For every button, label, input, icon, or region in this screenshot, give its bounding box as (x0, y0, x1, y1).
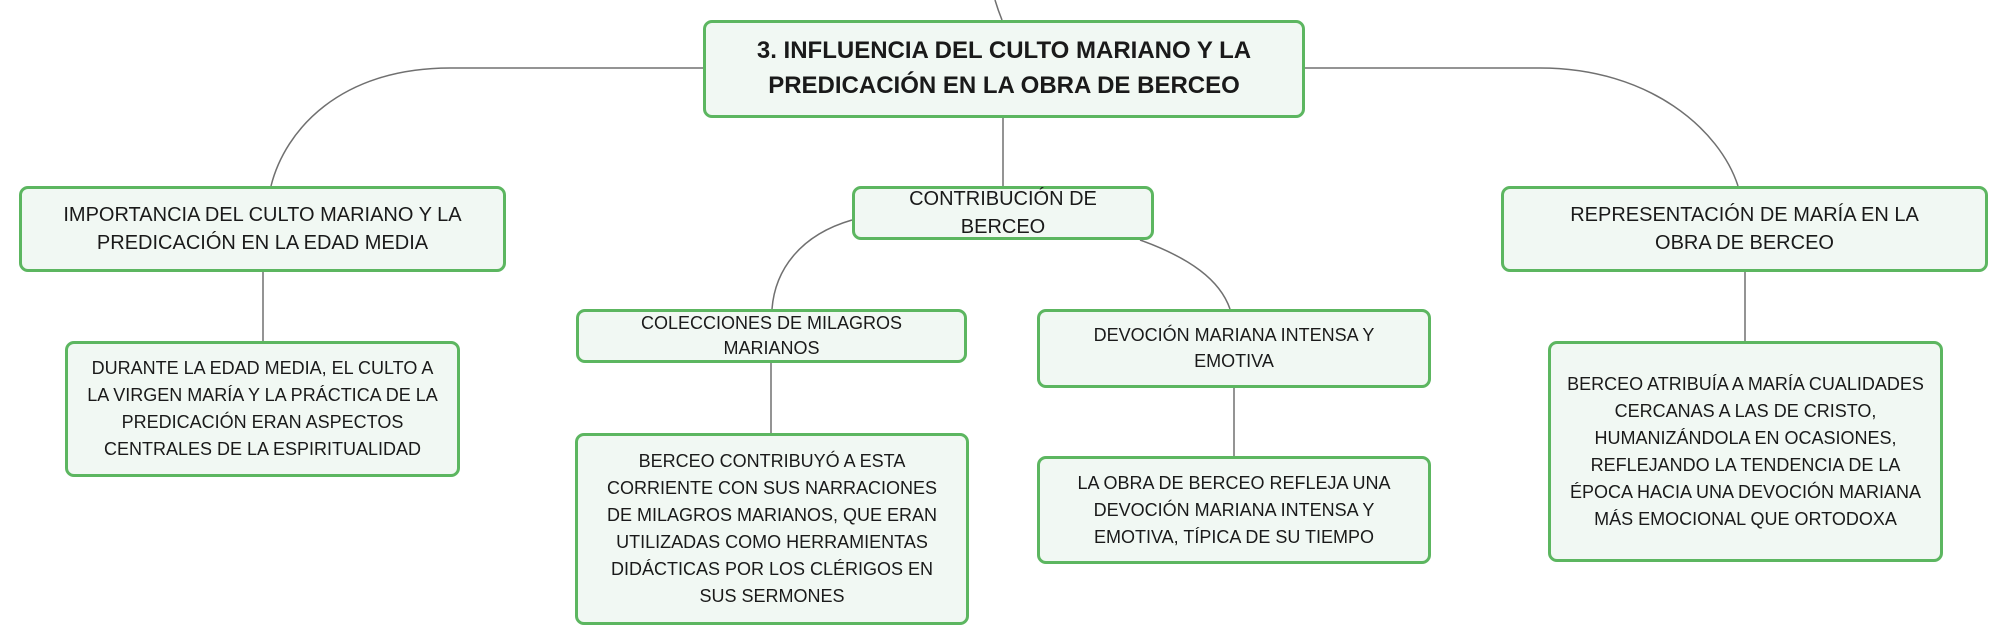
detail-devotion[interactable]: LA OBRA DE BERCEO REFLEJA UNA DEVOCIÓN M… (1037, 456, 1431, 564)
detail-collections[interactable]: BERCEO CONTRIBUYÓ A ESTA CORRIENTE CON S… (575, 433, 969, 625)
root-topic[interactable]: 3. INFLUENCIA DEL CULTO MARIANO Y LA PRE… (703, 20, 1305, 118)
subtopic-collections[interactable]: COLECCIONES DE MILAGROS MARIANOS (576, 309, 967, 363)
connector-parent-to-root (994, 0, 1003, 21)
subtopic-devotion[interactable]: DEVOCIÓN MARIANA INTENSA Y EMOTIVA (1037, 309, 1431, 388)
detail-importance-text: DURANTE LA EDAD MEDIA, EL CULTO A LA VIR… (87, 358, 438, 459)
connector-root-to-importance (270, 67, 703, 187)
topic-contribution-label: CONTRIBUCIÓN DE BERCEO (909, 188, 1097, 238)
subtopic-devotion-label: DEVOCIÓN MARIANA INTENSA Y EMOTIVA (1093, 325, 1375, 371)
detail-representation-text: BERCEO ATRIBUÍA A MARÍA CUALIDADES CERCA… (1567, 373, 1924, 529)
detail-representation[interactable]: BERCEO ATRIBUÍA A MARÍA CUALIDADES CERCA… (1548, 341, 1943, 562)
connector-root-to-representation (1305, 67, 1739, 187)
topic-importance[interactable]: IMPORTANCIA DEL CULTO MARIANO Y LA PREDI… (19, 186, 506, 272)
topic-contribution[interactable]: CONTRIBUCIÓN DE BERCEO (852, 186, 1154, 240)
detail-devotion-text: LA OBRA DE BERCEO REFLEJA UNA DEVOCIÓN M… (1077, 472, 1391, 547)
topic-representation-label: REPRESENTACIÓN DE MARÍA EN LA OBRA DE BE… (1570, 204, 1919, 254)
detail-importance[interactable]: DURANTE LA EDAD MEDIA, EL CULTO A LA VIR… (65, 341, 460, 477)
root-topic-label: 3. INFLUENCIA DEL CULTO MARIANO Y LA PRE… (756, 37, 1252, 99)
connector-contribution-to-collections (771, 219, 853, 310)
detail-collections-text: BERCEO CONTRIBUYÓ A ESTA CORRIENTE CON S… (606, 451, 938, 606)
topic-representation[interactable]: REPRESENTACIÓN DE MARÍA EN LA OBRA DE BE… (1501, 186, 1988, 272)
subtopic-collections-label: COLECCIONES DE MILAGROS MARIANOS (640, 312, 903, 358)
topic-importance-label: IMPORTANCIA DEL CULTO MARIANO Y LA PREDI… (63, 204, 462, 254)
connector-contribution-to-devotion (1139, 239, 1231, 310)
